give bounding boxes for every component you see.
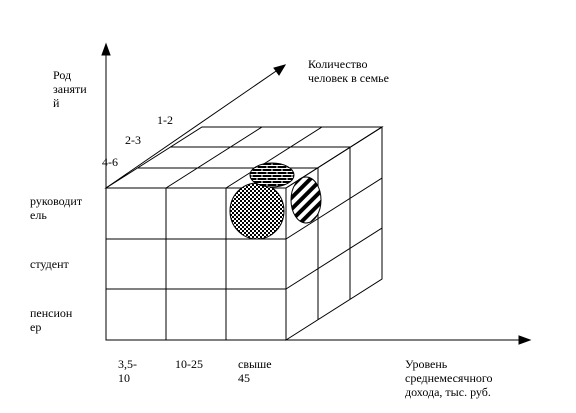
vertical-category-label: студент [30, 257, 69, 271]
depth-axis-arrowhead [273, 64, 287, 76]
cube-grid [104, 126, 384, 341]
vertical-axis-title: Род заняти й [53, 68, 87, 110]
markers [229, 162, 322, 240]
brick-icon [249, 162, 295, 188]
vertical-axis-arrowhead [101, 42, 111, 56]
depth-category-label: 1-2 [157, 113, 173, 127]
horizontal-category-label: 3,5- 10 [118, 357, 137, 385]
depth-axis-title: Количество человек в семье [308, 57, 389, 85]
horizontal-axis-title: Уровень среднемесячного дохода, тыс. руб… [405, 357, 493, 399]
horizontal-category-label: свыше 45 [238, 357, 272, 385]
depth-category-label: 2-3 [125, 133, 141, 147]
vertical-category-label: пенсион ер [30, 306, 73, 334]
dots-icon [229, 182, 285, 240]
diagonal-stripes-icon [290, 176, 322, 224]
right-face [285, 126, 383, 341]
vertical-category-label: руководит ель [30, 194, 83, 222]
horizontal-category-label: 10-25 [175, 357, 203, 371]
horizontal-axis-arrowhead [518, 335, 532, 345]
depth-category-label: 4-6 [102, 155, 118, 169]
depth-axis-line [105, 66, 283, 189]
top-face [104, 126, 384, 189]
